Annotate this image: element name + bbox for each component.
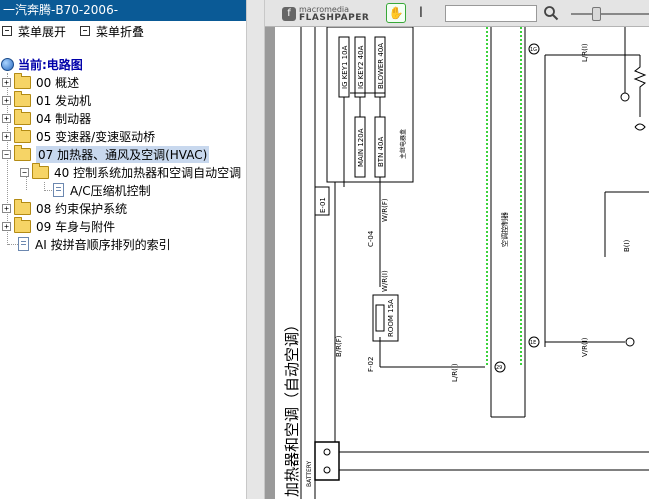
text-cursor-icon: I	[418, 5, 424, 21]
tree-item-overview[interactable]: + 00 概述	[2, 72, 80, 91]
tree-item-auto-ac-control[interactable]: − 40 控制系统加热器和空调自动空调	[20, 162, 242, 181]
wire-label-br-f: B/R(F)	[335, 335, 343, 357]
hand-icon: ✋	[388, 6, 404, 20]
wire-label-b-i: B(I)	[623, 239, 631, 252]
wiring-diagram: IG KEY1 10A IG KEY2 40A BLOWER 40A MAIN …	[283, 26, 649, 499]
connector-e01: E-01	[319, 197, 327, 213]
hand-tool-button[interactable]: ✋	[386, 3, 406, 23]
diagram-page: IG KEY1 10A IG KEY2 40A BLOWER 40A MAIN …	[275, 26, 649, 499]
fuse-label-3: MAIN 120A	[357, 128, 365, 167]
room-fuse-label: ROOM 15A	[387, 299, 395, 337]
tree-item-label: 40 控制系统加热器和空调自动空调	[54, 165, 242, 180]
pin-label-1: 1E	[530, 340, 536, 346]
fuse-label-4: BTN 40A	[377, 137, 385, 167]
wire-label-vr-i: V/R(I)	[581, 337, 589, 357]
expand-icon[interactable]: +	[2, 113, 11, 123]
expand-menu-label: 菜单展开	[18, 24, 67, 39]
tree-item-label: AI 按拼音顺序排列的索引	[35, 237, 171, 252]
tree-item-label: 00 概述	[36, 75, 80, 90]
window-title: 一汽奔腾-B70-2006-	[0, 0, 246, 21]
open-folder-icon	[32, 162, 49, 179]
tree-item-label: A/C压缩机控制	[70, 183, 151, 198]
diagram-title: 加热器和空调（自动空调）	[283, 317, 301, 497]
controller-note: 空调控制器	[500, 212, 509, 247]
expand-menu-button[interactable]: 菜单展开	[2, 23, 66, 40]
connector-c04: C-04	[367, 230, 375, 247]
search-icon[interactable]	[543, 5, 559, 21]
connector-f02: F-02	[367, 357, 375, 372]
open-folder-icon	[14, 144, 31, 161]
panel-splitter[interactable]	[246, 0, 265, 499]
menu-collapse-icon	[80, 26, 91, 36]
folder-icon	[14, 216, 31, 233]
tree-item-label: 04 制动器	[36, 111, 92, 126]
tree-item-label: 01 发动机	[36, 93, 92, 108]
menu-expand-icon	[2, 26, 12, 36]
wire-label-wr-i: W/R(I)	[381, 270, 389, 292]
tree-item-label: 08 约束保护系统	[36, 201, 128, 216]
document-icon	[53, 183, 64, 197]
brand-bottom-text: FLASHPAPER	[299, 13, 370, 23]
tree-item-index[interactable]: AI 按拼音顺序排列的索引	[18, 235, 171, 253]
brand-top-text: macromedia	[299, 5, 350, 14]
document-viewer: f macromedia FLASHPAPER ✋ I	[265, 0, 649, 499]
wire-label-wr-f: W/R(F)	[381, 198, 389, 222]
collapse-menu-label: 菜单折叠	[96, 24, 145, 39]
collapse-icon[interactable]: −	[20, 167, 29, 177]
flashpaper-logo: f macromedia FLASHPAPER	[282, 5, 369, 23]
expand-icon[interactable]: +	[2, 203, 11, 213]
zoom-slider-thumb[interactable]	[592, 7, 601, 21]
navigation-panel: 一汽奔腾-B70-2006- 菜单展开 菜单折叠 当前:电路图 + 00 概述 …	[0, 0, 246, 499]
battery-label: BATTERY	[306, 460, 313, 487]
pin-label-3: 29	[496, 365, 502, 371]
expand-icon[interactable]: +	[2, 95, 11, 105]
wire-label-lr-i-top: L/R(I)	[581, 43, 589, 62]
tree-item-ac-compressor[interactable]: A/C压缩机控制	[53, 181, 151, 199]
tree-root[interactable]: 当前:电路图	[1, 55, 83, 73]
zoom-slider-track[interactable]	[571, 13, 649, 15]
tree-item-body[interactable]: + 09 车身与附件	[2, 216, 116, 235]
collapse-menu-button[interactable]: 菜单折叠	[80, 23, 144, 40]
expand-icon[interactable]: +	[2, 221, 11, 231]
folder-icon	[14, 90, 31, 107]
tree-root-label: 当前:电路图	[18, 57, 83, 72]
tree-item-transmission[interactable]: + 05 变速器/变速驱动桥	[2, 126, 156, 145]
viewer-toolbar: f macromedia FLASHPAPER ✋ I	[265, 0, 649, 27]
tree-item-label: 09 车身与附件	[36, 219, 116, 234]
tree-item-engine[interactable]: + 01 发动机	[2, 90, 92, 109]
tree-item-restraints[interactable]: + 08 约束保护系统	[2, 198, 128, 217]
document-icon	[18, 237, 29, 251]
wire-label-lr-i: L/R(I)	[451, 363, 459, 382]
menu-bar: 菜单展开 菜单折叠	[0, 21, 246, 41]
expand-icon[interactable]: +	[2, 131, 11, 141]
folder-icon	[14, 126, 31, 143]
fuse-label-1: IG KEY2 40A	[357, 45, 365, 89]
flashpaper-icon: f	[282, 7, 296, 21]
tree-item-label: 05 变速器/变速驱动桥	[36, 129, 156, 144]
tree-item-hvac[interactable]: − 07 加热器、通风及空调(HVAC)	[2, 144, 210, 163]
text-select-button[interactable]: I	[415, 3, 427, 23]
tree-item-label: 07 加热器、通风及空调(HVAC)	[36, 145, 210, 163]
search-input[interactable]	[445, 5, 537, 22]
expand-icon[interactable]: +	[2, 77, 11, 87]
fuse-label-0: IG KEY1 10A	[341, 45, 349, 89]
folder-icon	[14, 108, 31, 125]
pin-label-0: 1G	[530, 47, 537, 53]
computer-icon	[1, 57, 14, 71]
collapse-icon[interactable]: −	[2, 149, 11, 159]
folder-icon	[14, 72, 31, 89]
tree-item-brakes[interactable]: + 04 制动器	[2, 108, 92, 127]
fuse-label-2: BLOWER 40A	[377, 43, 385, 89]
folder-icon	[14, 198, 31, 215]
fuse-box-label: 主继电器盒	[399, 129, 407, 159]
